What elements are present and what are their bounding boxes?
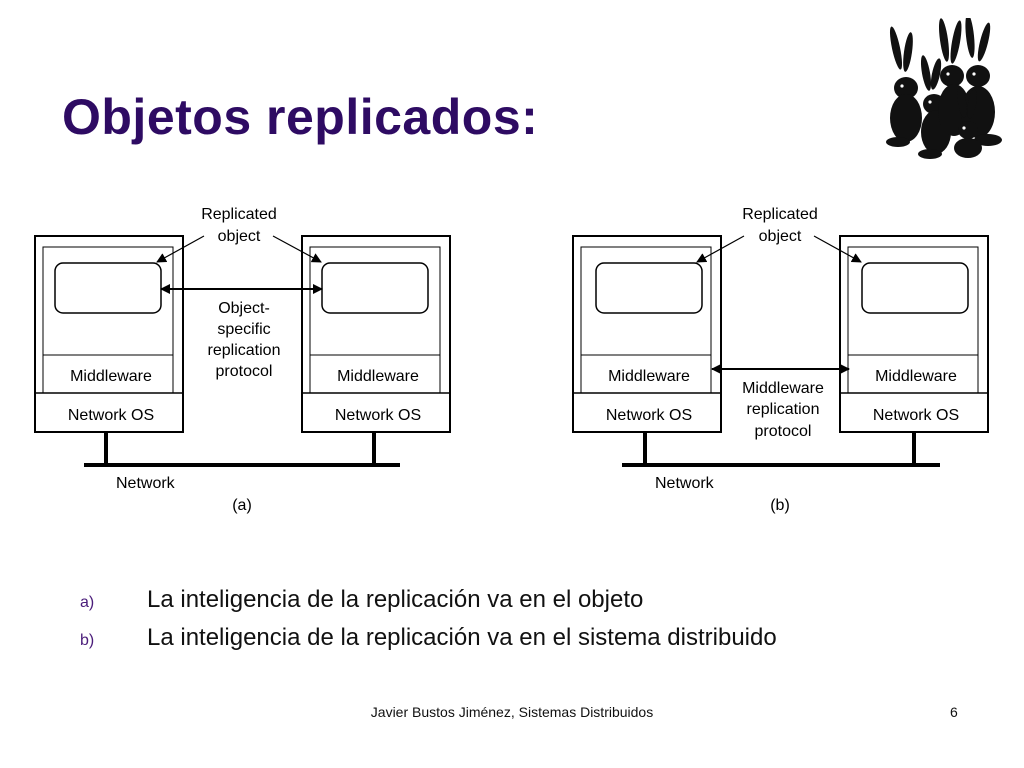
panel-a-pointer-left: [156, 235, 205, 263]
panel-b-network-label: Network: [655, 475, 715, 492]
panel-b-caption: (b): [770, 497, 790, 514]
bullet-text: La inteligencia de la replicación va en …: [147, 586, 644, 613]
panel-b-pointer-right: [813, 235, 862, 263]
panel-a-left-middleware: Middleware: [70, 368, 152, 385]
panel-a-left-machine: [34, 235, 184, 433]
panel-a-protocol-line2: specific: [217, 321, 270, 338]
panel-a-network: [84, 432, 400, 467]
list-item: a) La inteligencia de la replicación va …: [80, 586, 777, 624]
list-item: b) La inteligencia de la replicación va …: [80, 624, 777, 662]
panel-a-right-machine: [301, 235, 451, 433]
panel-b-pointer-left: [696, 235, 745, 263]
panel-b-protocol-line3: protocol: [755, 423, 812, 440]
panel-b-left-network-os: Network OS: [606, 407, 692, 424]
panel-a-caption: (a): [232, 497, 252, 514]
panel-a-network-label: Network: [116, 475, 176, 492]
panel-b: Middleware Network OS Middleware Network…: [572, 206, 989, 514]
panel-a-right-network-os: Network OS: [335, 407, 421, 424]
panel-b-right-middleware: Middleware: [875, 368, 957, 385]
bullet-text: La inteligencia de la replicación va en …: [147, 624, 777, 651]
panel-b-replicated-label-line2: object: [759, 228, 802, 245]
panel-a-protocol-line1: Object-: [218, 300, 270, 317]
page-number: 6: [950, 704, 958, 720]
panel-a-pointer-right: [272, 235, 322, 263]
replication-diagram: Middleware Network OS Middleware Network…: [34, 206, 989, 514]
footer-text: Javier Bustos Jiménez, Sistemas Distribu…: [370, 704, 654, 720]
panel-b-protocol-line2: replication: [747, 401, 820, 418]
bullet-marker: a): [80, 594, 95, 611]
panel-a-protocol-line3: replication: [208, 342, 281, 359]
panel-b-protocol-line1: Middleware: [742, 380, 824, 397]
panel-a-protocol-line4: protocol: [216, 363, 273, 380]
bullet-list: a) La inteligencia de la replicación va …: [80, 586, 777, 662]
panel-a-right-middleware: Middleware: [337, 368, 419, 385]
panel-b-right-machine: [839, 235, 989, 433]
panel-b-left-machine: [572, 235, 722, 433]
panel-b-right-network-os: Network OS: [873, 407, 959, 424]
panel-a-replicated-label-line2: object: [218, 228, 261, 245]
panel-b-replicated-label-line1: Replicated: [742, 206, 818, 223]
panel-b-network: [622, 432, 940, 467]
bullet-marker: b): [80, 632, 95, 649]
panel-a: Middleware Network OS Middleware Network…: [34, 206, 451, 514]
slide-title: Objetos replicados:: [62, 89, 539, 145]
panel-b-left-middleware: Middleware: [608, 368, 690, 385]
rabbits-silhouette-icon: [886, 18, 1002, 159]
panel-a-left-network-os: Network OS: [68, 407, 154, 424]
panel-a-replicated-label-line1: Replicated: [201, 206, 277, 223]
